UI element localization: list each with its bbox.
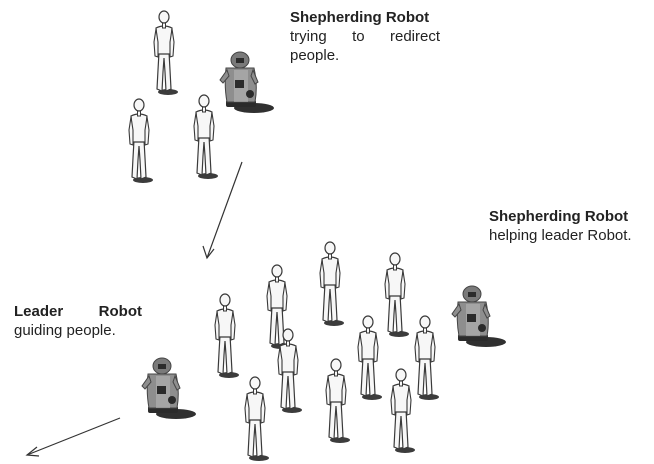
person-figure [214, 293, 240, 379]
caption-body: helping leader Robot. [489, 227, 632, 244]
caption-body: guiding people. [14, 322, 116, 339]
direction-arrow [202, 161, 243, 260]
leader-robot [141, 357, 197, 420]
person-figure [325, 358, 351, 444]
leader-direction-arrow [25, 417, 121, 457]
shepherding-robot [219, 51, 275, 114]
person-figure [414, 315, 440, 401]
caption-body: trying to redirect people. [290, 28, 440, 64]
caption-title: Leader Robot [14, 303, 142, 320]
person-figure [244, 376, 270, 462]
person-figure [128, 98, 154, 184]
shepherding-robot [451, 285, 507, 348]
person-figure [390, 368, 416, 454]
person-figure [319, 241, 345, 327]
person-figure [384, 252, 410, 338]
person-figure [357, 315, 383, 401]
person-figure [193, 94, 219, 180]
caption-title: Shepherding Robot [489, 208, 629, 225]
caption-leader-robot: Leader Robot guiding people. [14, 302, 142, 340]
caption-shepherding-robot-top: Shepherding Robot trying to redirect peo… [290, 8, 440, 65]
caption-shepherding-robot-right: Shepherding Robot helping leader Robot. [489, 207, 639, 245]
person-figure [153, 10, 179, 96]
caption-title: Shepherding Robot [290, 9, 430, 26]
